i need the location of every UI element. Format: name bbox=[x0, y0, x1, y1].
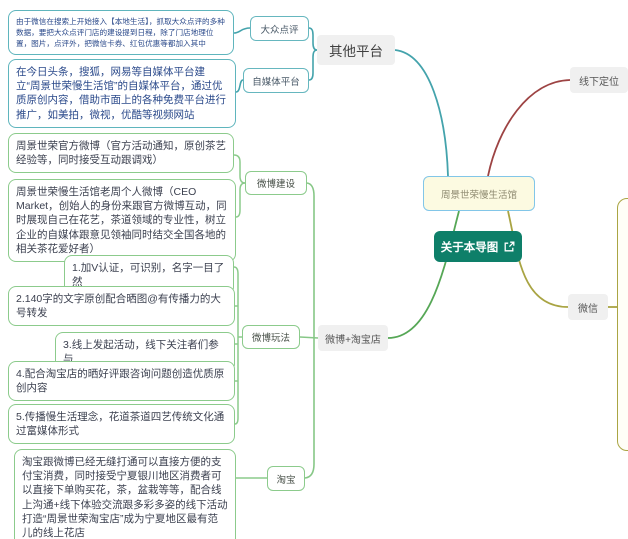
node-dianping[interactable]: 大众点评 bbox=[250, 16, 309, 41]
connector-center-wechat bbox=[507, 210, 569, 308]
note-weibo-official[interactable]: 周景世荣官方微博（官方活动通知，原创茶艺经验等，同时接受互动跟调戏） bbox=[8, 133, 234, 174]
connector-green-trunk bbox=[304, 182, 315, 479]
connector-center-weibotaobao bbox=[387, 210, 460, 339]
note-taobao[interactable]: 淘宝跟微博已经无缝打通可以直接方便的支付宝消费，同时接受宁夏银川地区消费者可以直… bbox=[14, 449, 236, 539]
note-selfmedia[interactable]: 在今日头条，搜狐，网易等自媒体平台建立“周景世荣慢生活馆”的自媒体平台，通过优质… bbox=[8, 59, 236, 128]
note-dianping[interactable]: 由于微信在搜索上开始接入【本地生活】，抓取大众点评的多种数据，要把大众点评门店的… bbox=[8, 10, 234, 55]
connector-noteC-build bbox=[233, 154, 246, 184]
connector-play-weibotaobao bbox=[299, 336, 319, 339]
node-selfmedia[interactable]: 自媒体平台 bbox=[243, 68, 309, 93]
connector-dianping-other bbox=[308, 27, 318, 51]
node-weibo-taobao[interactable]: 微博+淘宝店 bbox=[318, 325, 388, 351]
about-map-button[interactable]: 关于本导图 bbox=[434, 231, 522, 262]
node-weibo-build[interactable]: 微博建设 bbox=[245, 171, 307, 195]
note-play-item-4[interactable]: 4.配合淘宝店的晒好评跟咨询问题创造优质原创内容 bbox=[8, 361, 235, 402]
note-play-item-2[interactable]: 2.140字的文字原创配合晒图@有传播力的大号转发 bbox=[8, 286, 235, 327]
about-map-button-label: 关于本导图 bbox=[440, 241, 499, 254]
connector-noteD-build bbox=[235, 182, 246, 218]
node-wechat[interactable]: 微信 bbox=[568, 294, 608, 320]
connector-center-offline bbox=[487, 79, 571, 177]
external-link-icon bbox=[504, 241, 515, 252]
connector-selfmedia-note bbox=[235, 79, 244, 93]
center-node[interactable]: 周景世荣慢生活馆 bbox=[423, 176, 535, 211]
note-weibo-personal[interactable]: 周景世荣慢生活馆老周个人微博（CEO Market，创始人的身份来跟官方微博互动… bbox=[8, 179, 236, 262]
offscreen-topic-box[interactable] bbox=[617, 198, 628, 451]
node-other-platforms[interactable]: 其他平台 bbox=[317, 35, 395, 65]
node-taobao[interactable]: 淘宝 bbox=[267, 466, 305, 491]
node-offline-position[interactable]: 线下定位 bbox=[570, 67, 628, 93]
connector-dianping-note bbox=[233, 27, 251, 34]
connector-items-rail bbox=[233, 266, 239, 425]
node-weibo-play[interactable]: 微博玩法 bbox=[242, 325, 300, 349]
note-play-item-5[interactable]: 5.传播慢生活理念，花道茶道四艺传统文化通过富媒体形式 bbox=[8, 404, 235, 445]
connector-other-center bbox=[394, 49, 449, 177]
connector-selfmedia-other bbox=[308, 49, 318, 81]
